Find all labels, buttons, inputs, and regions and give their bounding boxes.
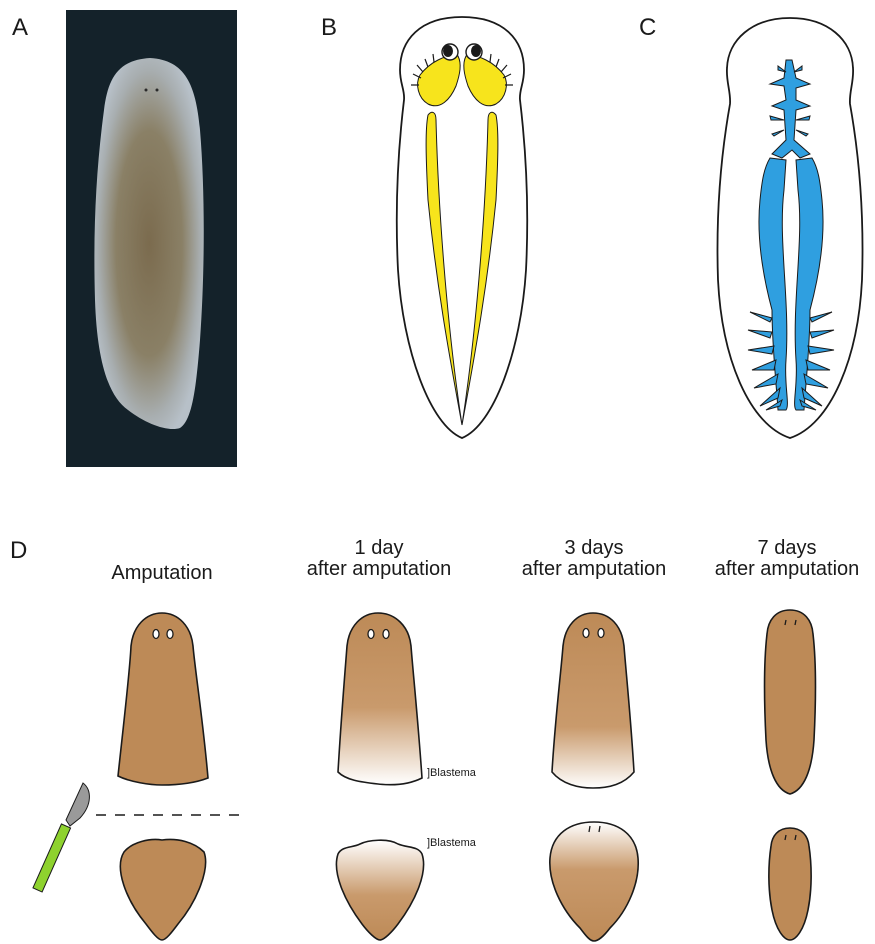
tail-fragment: [120, 840, 205, 941]
eye-right: [466, 44, 482, 60]
stage-amputation: [33, 613, 246, 940]
panel-a-photo: [66, 10, 237, 467]
scalpel-icon: [33, 783, 89, 892]
stage-3-days: [550, 613, 638, 941]
worm-outline: [397, 17, 527, 438]
panel-c-gut: [718, 18, 863, 438]
panel-b-nervous-system: [397, 17, 527, 438]
head-fragment: [338, 613, 422, 785]
head-fragment: [118, 613, 208, 785]
eye-left: [442, 44, 458, 60]
head-fragment: [765, 610, 816, 794]
planarian-photo: [94, 58, 203, 429]
stage-7-days: [765, 610, 816, 940]
tail-fragment: [550, 822, 638, 941]
tail-fragment: [769, 828, 811, 940]
tail-fragment: [336, 840, 423, 940]
stage-1-day: [336, 613, 423, 940]
head-fragment: [552, 613, 634, 788]
